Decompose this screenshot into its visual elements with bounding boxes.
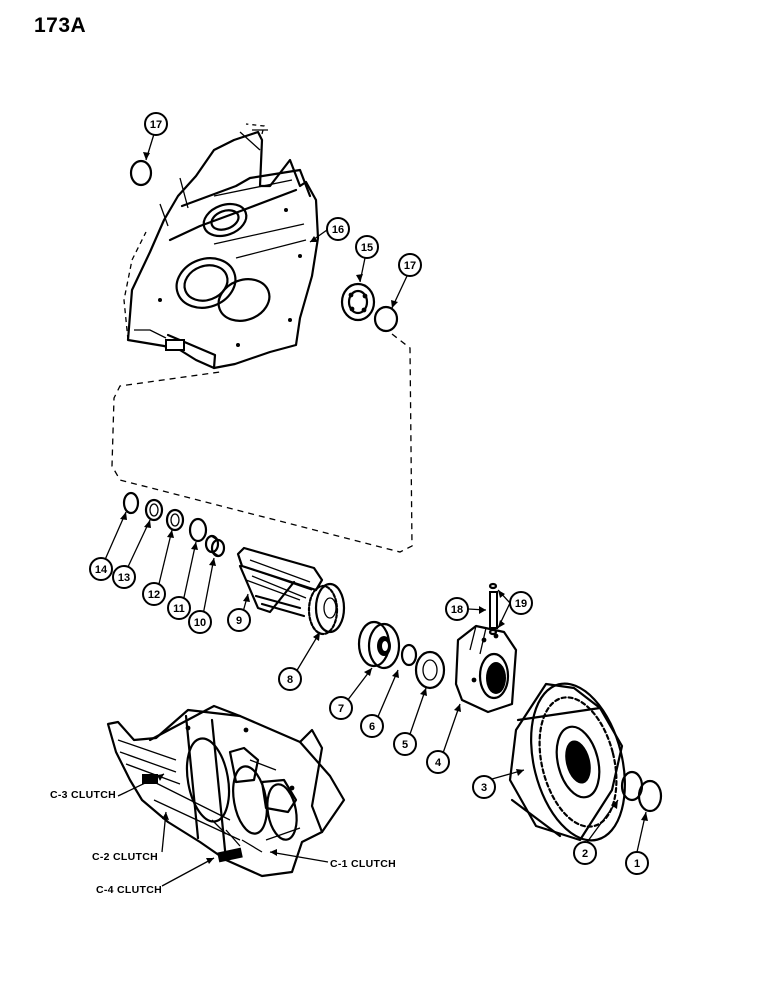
page-number: 173A xyxy=(34,14,87,37)
callout-leaders xyxy=(103,133,647,853)
callout-17-lower: 17 xyxy=(398,253,422,277)
svg-text:11: 11 xyxy=(173,603,185,615)
washer-13 xyxy=(144,498,164,522)
piston-housing-4 xyxy=(454,624,518,714)
callout-3: 3 xyxy=(472,775,496,799)
callout-7: 7 xyxy=(329,696,353,720)
washer-14 xyxy=(122,491,140,515)
clutch-drum-3 xyxy=(508,682,626,842)
bearing-15 xyxy=(340,282,376,322)
callout-1: 1 xyxy=(625,851,649,875)
svg-text:1: 1 xyxy=(634,858,640,870)
callout-8: 8 xyxy=(278,667,302,691)
snap-ring-11 xyxy=(188,517,208,543)
svg-text:8: 8 xyxy=(287,674,293,686)
callout-18: 18 xyxy=(445,597,469,621)
clutch-label-c4: C-4 CLUTCH xyxy=(96,884,162,896)
svg-text:15: 15 xyxy=(361,242,373,254)
callout-5: 5 xyxy=(393,732,417,756)
callout-16: 16 xyxy=(326,217,350,241)
callout-15: 15 xyxy=(355,235,379,259)
washer-12 xyxy=(165,508,185,532)
pin-18 xyxy=(488,582,498,636)
svg-text:4: 4 xyxy=(435,757,442,769)
svg-text:17: 17 xyxy=(150,119,162,131)
gear-8 xyxy=(307,582,346,636)
callout-11: 11 xyxy=(167,596,191,620)
svg-text:12: 12 xyxy=(148,589,160,601)
output-shaft-9 xyxy=(236,546,324,618)
callout-17-upper: 17 xyxy=(144,112,168,136)
bearing-7 xyxy=(357,620,401,670)
transmission-housing xyxy=(123,123,320,370)
svg-text:19: 19 xyxy=(515,598,527,610)
callout-19: 19 xyxy=(509,591,533,615)
svg-text:5: 5 xyxy=(402,739,408,751)
svg-text:16: 16 xyxy=(332,224,344,236)
callout-10: 10 xyxy=(188,610,212,634)
snap-ring-17-lower xyxy=(373,305,399,333)
svg-text:3: 3 xyxy=(481,782,487,794)
snap-ring-17-upper xyxy=(129,159,153,187)
assembly-guide-line xyxy=(111,333,413,553)
svg-text:10: 10 xyxy=(194,617,206,629)
washer-6 xyxy=(400,643,418,667)
svg-text:18: 18 xyxy=(451,604,463,616)
clutch-label-c3: C-3 CLUTCH xyxy=(50,789,116,801)
svg-text:9: 9 xyxy=(236,615,242,627)
callout-4: 4 xyxy=(426,750,450,774)
callout-6: 6 xyxy=(360,714,384,738)
clutch-leaders xyxy=(117,773,329,887)
svg-text:17: 17 xyxy=(404,260,416,272)
callout-9: 9 xyxy=(227,608,251,632)
callout-12: 12 xyxy=(142,582,166,606)
ring-1 xyxy=(637,779,663,813)
svg-text:2: 2 xyxy=(582,848,588,860)
svg-text:13: 13 xyxy=(118,572,130,584)
svg-text:6: 6 xyxy=(369,721,375,733)
callout-13: 13 xyxy=(112,565,136,589)
clutch-label-c1: C-1 CLUTCH xyxy=(330,858,396,870)
thrust-washer-5 xyxy=(414,650,446,690)
transmission-assembly-cutaway xyxy=(106,704,346,878)
svg-text:14: 14 xyxy=(95,564,108,576)
bushing-10 xyxy=(204,534,226,558)
svg-text:7: 7 xyxy=(338,703,344,715)
callout-14: 14 xyxy=(89,557,113,581)
callout-arrowheads xyxy=(120,152,648,821)
clutch-label-c2: C-2 CLUTCH xyxy=(92,851,158,863)
callout-2: 2 xyxy=(573,841,597,865)
